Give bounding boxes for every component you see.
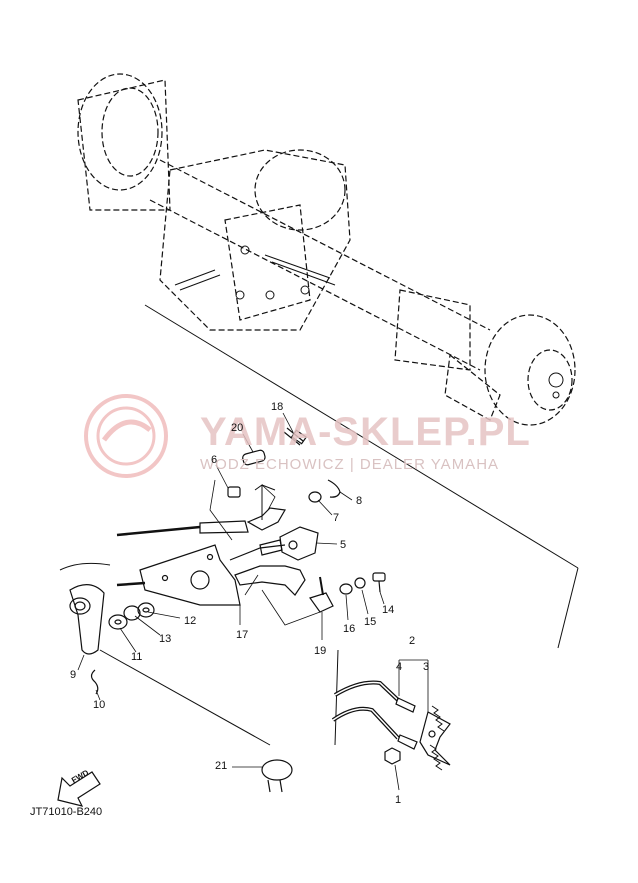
- callout-12: 12: [184, 615, 197, 627]
- fwd-arrow-icon: [57, 771, 101, 807]
- callout-6: 6: [211, 454, 218, 466]
- callout-16: 16: [343, 623, 356, 635]
- callout-7: 7: [333, 512, 340, 524]
- watermark-title: YAMA-SKLEP.PL: [200, 410, 531, 454]
- brake-springs: [419, 705, 451, 771]
- callout-11: 11: [131, 651, 143, 663]
- callout-14: 14: [382, 604, 395, 616]
- callout-13: 13: [159, 633, 172, 645]
- part-21-clamp: [261, 759, 293, 793]
- part-20-pin: [242, 449, 266, 466]
- callout-8: 8: [356, 495, 363, 507]
- part-1-nut: [384, 747, 401, 765]
- part-5-bracket: [229, 526, 319, 561]
- callout-4: 4: [396, 661, 403, 673]
- watermark-logo-icon: [84, 394, 168, 478]
- lower-cable: [116, 565, 306, 596]
- callout-3: 3: [423, 661, 430, 673]
- part-18-bolt: [283, 427, 308, 446]
- part-10-clip: [90, 669, 99, 695]
- part-15-washer: [354, 577, 366, 589]
- part-4-cable: [333, 680, 416, 713]
- diagram-code: JT71010-B240: [30, 806, 103, 818]
- watermark-subtitle: WODZ ECHOWICZ | DEALER YAMAHA: [200, 456, 500, 473]
- rear-axle-assembly: [77, 73, 576, 426]
- callout-20: 20: [231, 422, 244, 434]
- part-16-washer: [339, 583, 353, 595]
- part-7-washer: [308, 491, 322, 503]
- part-13-washer: [123, 605, 141, 621]
- callout-10: 10: [93, 699, 106, 711]
- part-3-cable: [331, 706, 418, 750]
- main-bracket: [139, 544, 241, 606]
- upper-cable: [116, 484, 286, 537]
- axle-bolts: [174, 245, 564, 399]
- part-8-clip: [327, 479, 341, 498]
- callout-17: 17: [236, 629, 249, 641]
- callout-19: 19: [314, 645, 327, 657]
- assembly-outline: [59, 304, 579, 746]
- callout-21: 21: [215, 760, 228, 772]
- part-14-bolt: [372, 572, 386, 593]
- part-11-washer: [108, 614, 128, 630]
- callout-2: 2: [409, 635, 416, 647]
- callout-15: 15: [364, 616, 377, 628]
- part-12-washer: [137, 602, 155, 618]
- callout-1: 1: [395, 794, 402, 806]
- part-6-bolt: [227, 486, 241, 498]
- callout-5: 5: [340, 539, 347, 551]
- callout-9: 9: [70, 669, 77, 681]
- part-9-lever: [69, 584, 105, 655]
- callout-18: 18: [271, 401, 284, 413]
- leader-lines: [77, 412, 429, 791]
- part-19-bracket: [309, 576, 334, 613]
